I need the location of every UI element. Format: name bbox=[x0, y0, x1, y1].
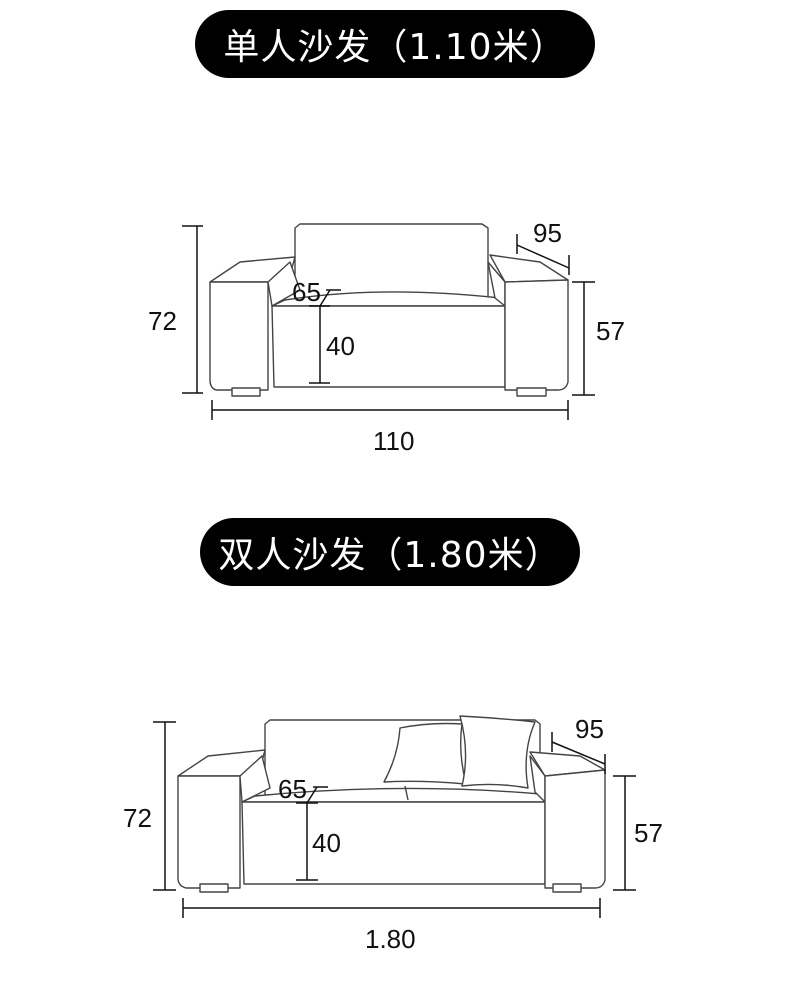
double-height-label: 72 bbox=[123, 803, 152, 833]
single-seat-height-label: 40 bbox=[326, 331, 355, 361]
single-height-label: 72 bbox=[148, 306, 177, 336]
single-sofa-title: 单人沙发（1.10米） bbox=[195, 10, 595, 78]
single-depth-label: 95 bbox=[533, 218, 562, 248]
double-seat-height-label: 40 bbox=[312, 828, 341, 858]
single-arm-height-label: 57 bbox=[596, 316, 625, 346]
single-sofa-dimension-lines bbox=[182, 225, 595, 420]
double-sofa-drawing bbox=[177, 715, 606, 893]
double-arm-height-label: 57 bbox=[634, 818, 663, 848]
double-seat-depth-label: 65 bbox=[278, 774, 307, 804]
double-width-label: 1.80 bbox=[365, 924, 416, 954]
double-sofa-title: 双人沙发（1.80米） bbox=[200, 518, 580, 586]
single-seat-depth-label: 65 bbox=[292, 277, 321, 307]
double-sofa-dimension-lines bbox=[153, 721, 636, 918]
single-sofa-drawing bbox=[209, 223, 569, 397]
single-width-label: 110 bbox=[373, 426, 414, 456]
double-depth-label: 95 bbox=[575, 714, 604, 744]
